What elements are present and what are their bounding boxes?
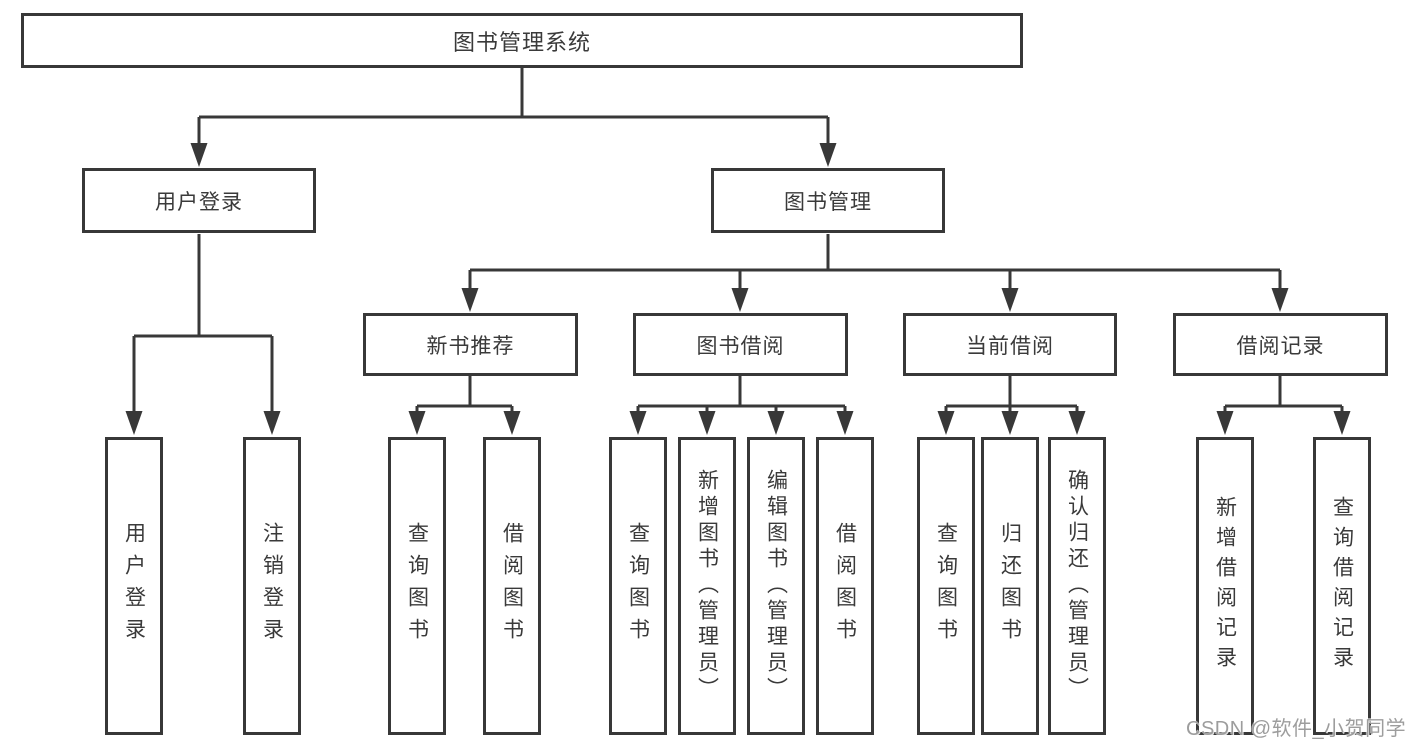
leaf-user-login: 用户登录 (105, 437, 163, 735)
leaf-add-books-admin: 新增图书（管理员） (678, 437, 736, 735)
leaf-return-books: 归还图书 (981, 437, 1039, 735)
node-root-label: 图书管理系统 (452, 29, 591, 55)
node-borrowing-records: 借阅记录 (1173, 313, 1388, 376)
leaf-edit-books-admin: 编辑图书（管理员） (747, 437, 805, 735)
leaf-add-borrow-record-label: 新增借阅记录 (1213, 496, 1237, 676)
leaf-edit-books-admin-label: 编辑图书（管理员） (764, 469, 788, 703)
leaf-borrowing-borrow-books: 借阅图书 (816, 437, 874, 735)
connector-newbook-to-leaves (415, 376, 514, 414)
node-borrowing-records-label: 借阅记录 (1236, 334, 1325, 358)
leaf-current-query-books: 查询图书 (917, 437, 975, 735)
csdn-watermark: CSDN @软件_小贺同学 (1186, 718, 1405, 740)
leaf-query-borrow-record-label: 查询借阅记录 (1330, 496, 1354, 676)
connector-currentborrow-to-leaves (944, 376, 1079, 414)
connector-root-to-level2 (197, 68, 830, 145)
leaf-confirm-return-admin: 确认归还（管理员） (1048, 437, 1106, 735)
leaf-return-books-label: 归还图书 (998, 522, 1022, 650)
leaf-newbook-query-books: 查询图书 (388, 437, 446, 735)
node-book-borrowing: 图书借阅 (633, 313, 848, 376)
node-user-login: 用户登录 (82, 168, 316, 233)
leaf-borrowing-borrow-books-label: 借阅图书 (833, 522, 857, 650)
leaf-borrowing-query-books-label: 查询图书 (626, 522, 650, 650)
arrowheads-leaves (408, 411, 1351, 435)
node-book-borrowing-label: 图书借阅 (696, 334, 785, 358)
leaf-add-books-admin-label: 新增图书（管理员） (695, 469, 719, 703)
arrowheads-level3 (461, 288, 1289, 312)
leaf-newbook-borrow-books: 借阅图书 (483, 437, 541, 735)
connector-bookmgmt-to-level3 (468, 234, 1282, 290)
leaf-current-query-books-label: 查询图书 (934, 522, 958, 650)
leaf-logout-label: 注销登录 (260, 522, 284, 650)
connector-userlogin-to-leaves (132, 234, 274, 413)
leaf-newbook-borrow-books-label: 借阅图书 (500, 522, 524, 650)
connector-borrowrecord-to-leaves (1223, 376, 1344, 414)
node-current-borrowing-label: 当前借阅 (966, 334, 1054, 358)
leaf-borrowing-query-books: 查询图书 (609, 437, 667, 735)
node-book-management-label: 图书管理 (784, 190, 872, 214)
arrowheads-userlogin-leaves (125, 411, 281, 435)
leaf-confirm-return-admin-label: 确认归还（管理员） (1065, 469, 1089, 703)
leaf-user-login-label: 用户登录 (122, 522, 146, 650)
leaf-newbook-query-books-label: 查询图书 (405, 522, 429, 650)
arrowheads-level2 (190, 143, 837, 167)
node-current-borrowing: 当前借阅 (903, 313, 1117, 376)
leaf-add-borrow-record: 新增借阅记录 (1196, 437, 1254, 735)
leaf-query-borrow-record: 查询借阅记录 (1313, 437, 1371, 735)
connector-bookborrow-to-leaves (636, 376, 847, 414)
node-book-management: 图书管理 (711, 168, 945, 233)
node-new-book-recommend: 新书推荐 (363, 313, 578, 376)
node-new-book-recommend-label: 新书推荐 (426, 334, 515, 358)
node-root-system: 图书管理系统 (21, 13, 1023, 68)
node-user-login-label: 用户登录 (155, 190, 243, 214)
leaf-logout: 注销登录 (243, 437, 301, 735)
